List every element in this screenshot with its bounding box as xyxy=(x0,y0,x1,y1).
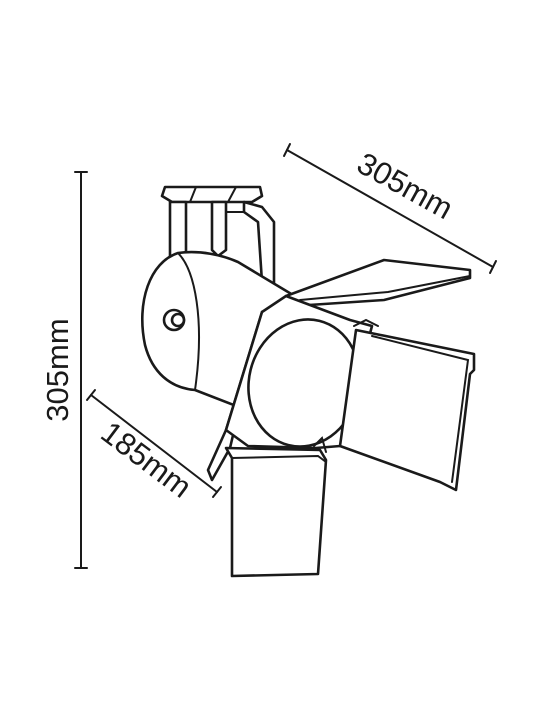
barn-door-right xyxy=(338,328,476,492)
width-dimension-tick-end xyxy=(489,260,497,274)
width-dimension: 305mm xyxy=(283,143,497,274)
spotlight-fixture xyxy=(141,185,476,578)
depth-dimension-line xyxy=(90,394,218,493)
depth-dimension: 185mm xyxy=(86,389,222,505)
width-dimension-label: 305mm xyxy=(351,145,458,226)
height-dimension-label: 305mm xyxy=(40,318,75,421)
depth-dimension-label: 185mm xyxy=(95,415,199,505)
width-dimension-tick-start xyxy=(283,143,291,157)
height-dimension: 305mm xyxy=(40,171,88,569)
depth-dimension-tick-start xyxy=(86,389,96,401)
width-dimension-line xyxy=(286,149,494,268)
barn-door-bottom xyxy=(224,446,328,578)
depth-dimension-tick-end xyxy=(212,486,222,498)
track-adapter xyxy=(160,185,264,204)
